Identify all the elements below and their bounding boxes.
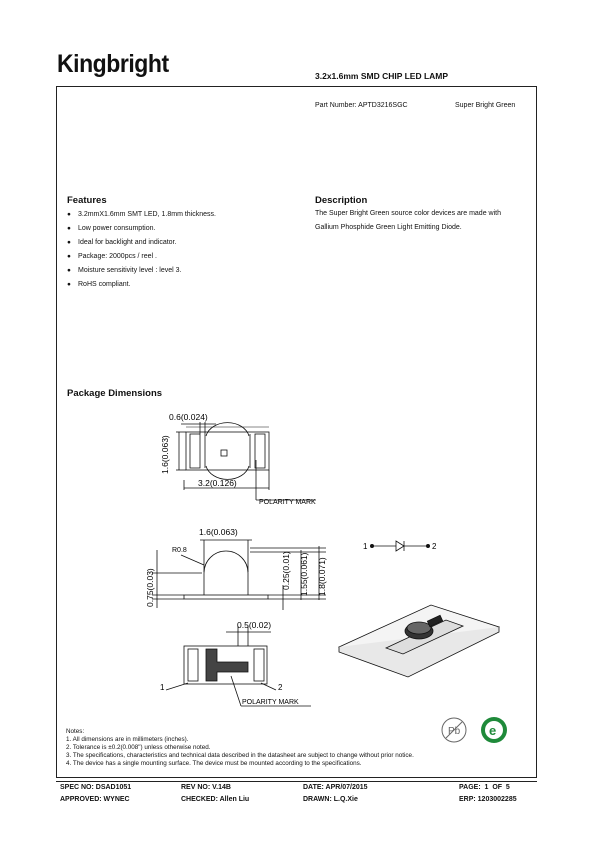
side-dim-left: 0.75(0.03) bbox=[145, 568, 155, 607]
description-heading: Description bbox=[315, 195, 368, 206]
pb-label: Pb bbox=[448, 726, 461, 737]
description-text: The Super Bright Green source color devi… bbox=[315, 207, 535, 235]
footer-page: PAGE: 1 OF 5 bbox=[459, 784, 510, 791]
side-dim-top: 1.6(0.063) bbox=[199, 527, 238, 537]
package-heading: Package Dimensions bbox=[67, 388, 163, 399]
note-item: 1. All dimensions are in millimeters (in… bbox=[66, 736, 189, 743]
side-radius: R0.8 bbox=[172, 547, 187, 554]
bottom-polarity-label: POLARITY MARK bbox=[242, 699, 299, 706]
notes: Notes: 1. All dimensions are in millimet… bbox=[66, 728, 414, 768]
bottom-dim-top: 0.5(0.02) bbox=[237, 620, 271, 630]
feature-item: 3.2mmX1.6mm SMT LED, 1.8mm thickness. bbox=[67, 211, 216, 225]
footer-rev-no: REV NO: V.14B bbox=[181, 784, 231, 791]
feature-item: Ideal for backlight and indicator. bbox=[67, 239, 216, 253]
footer-spec-no: SPEC NO: DSAD1051 bbox=[60, 784, 132, 791]
description-line: Gallium Phosphide Green Light Emitting D… bbox=[315, 224, 462, 231]
side-dim-a: 0.25(0.01) bbox=[281, 551, 291, 590]
compliance-badges: Pb e bbox=[441, 717, 507, 743]
bottom-pin2: 2 bbox=[278, 683, 283, 692]
features-list: 3.2mmX1.6mm SMT LED, 1.8mm thickness. Lo… bbox=[67, 211, 216, 295]
side-dim-b: 1.55(0.061) bbox=[299, 552, 309, 596]
pb-free-icon: Pb bbox=[441, 717, 467, 743]
green-e-icon: e bbox=[481, 717, 507, 743]
package-drawings: 0.6(0.024) 1.6(0.063) 3.2(0.126) POLARIT… bbox=[145, 412, 501, 707]
notes-title: Notes: bbox=[66, 728, 85, 735]
feature-item: Moisture sensitivity level : level 3. bbox=[67, 267, 216, 281]
symbol-pin1: 1 bbox=[363, 542, 368, 551]
top-dim-bottom: 3.2(0.126) bbox=[198, 478, 237, 488]
footer-drawn: DRAWN: L.Q.Xie bbox=[303, 796, 358, 803]
diode-symbol bbox=[369, 540, 430, 552]
footer-date: DATE: APR/07/2015 bbox=[303, 784, 368, 791]
bottom-view-drawing bbox=[165, 626, 311, 707]
iso-view-drawing bbox=[337, 604, 501, 678]
top-dim-left: 1.6(0.063) bbox=[160, 435, 170, 474]
feature-item: Package: 2000pcs / reel . bbox=[67, 253, 216, 267]
bottom-pin1: 1 bbox=[160, 683, 165, 692]
brand-logo: Kingbright bbox=[57, 50, 169, 78]
symbol-pin2: 2 bbox=[432, 542, 437, 551]
side-view-drawing bbox=[152, 539, 326, 610]
feature-item: RoHS compliant. bbox=[67, 281, 216, 295]
top-polarity-label: POLARITY MARK bbox=[259, 499, 316, 506]
note-item: 2. Tolerance is ±0.2(0.008") unless othe… bbox=[66, 744, 211, 751]
footer-erp: ERP: 1203002285 bbox=[459, 796, 517, 803]
description-line: The Super Bright Green source color devi… bbox=[315, 210, 501, 217]
footer-approved: APPROVED: WYNEC bbox=[60, 796, 130, 803]
document-title: 3.2x1.6mm SMD CHIP LED LAMP bbox=[315, 71, 449, 81]
footer-rule bbox=[56, 781, 537, 782]
feature-item: Low power consumption. bbox=[67, 225, 216, 239]
e-label: e bbox=[489, 723, 496, 738]
features-heading: Features bbox=[67, 195, 107, 206]
note-item: 3. The specifications, characteristics a… bbox=[66, 752, 414, 759]
part-number: Part Number: APTD3216SGC bbox=[315, 102, 408, 109]
top-view-drawing bbox=[176, 422, 316, 501]
side-dim-c: 1.8(0.071) bbox=[317, 557, 327, 596]
part-color: Super Bright Green bbox=[455, 102, 516, 109]
content-frame bbox=[56, 86, 537, 778]
note-item: 4. The device has a single mounting surf… bbox=[66, 760, 362, 767]
top-dim-top: 0.6(0.024) bbox=[169, 412, 208, 422]
footer-checked: CHECKED: Allen Liu bbox=[181, 796, 250, 803]
